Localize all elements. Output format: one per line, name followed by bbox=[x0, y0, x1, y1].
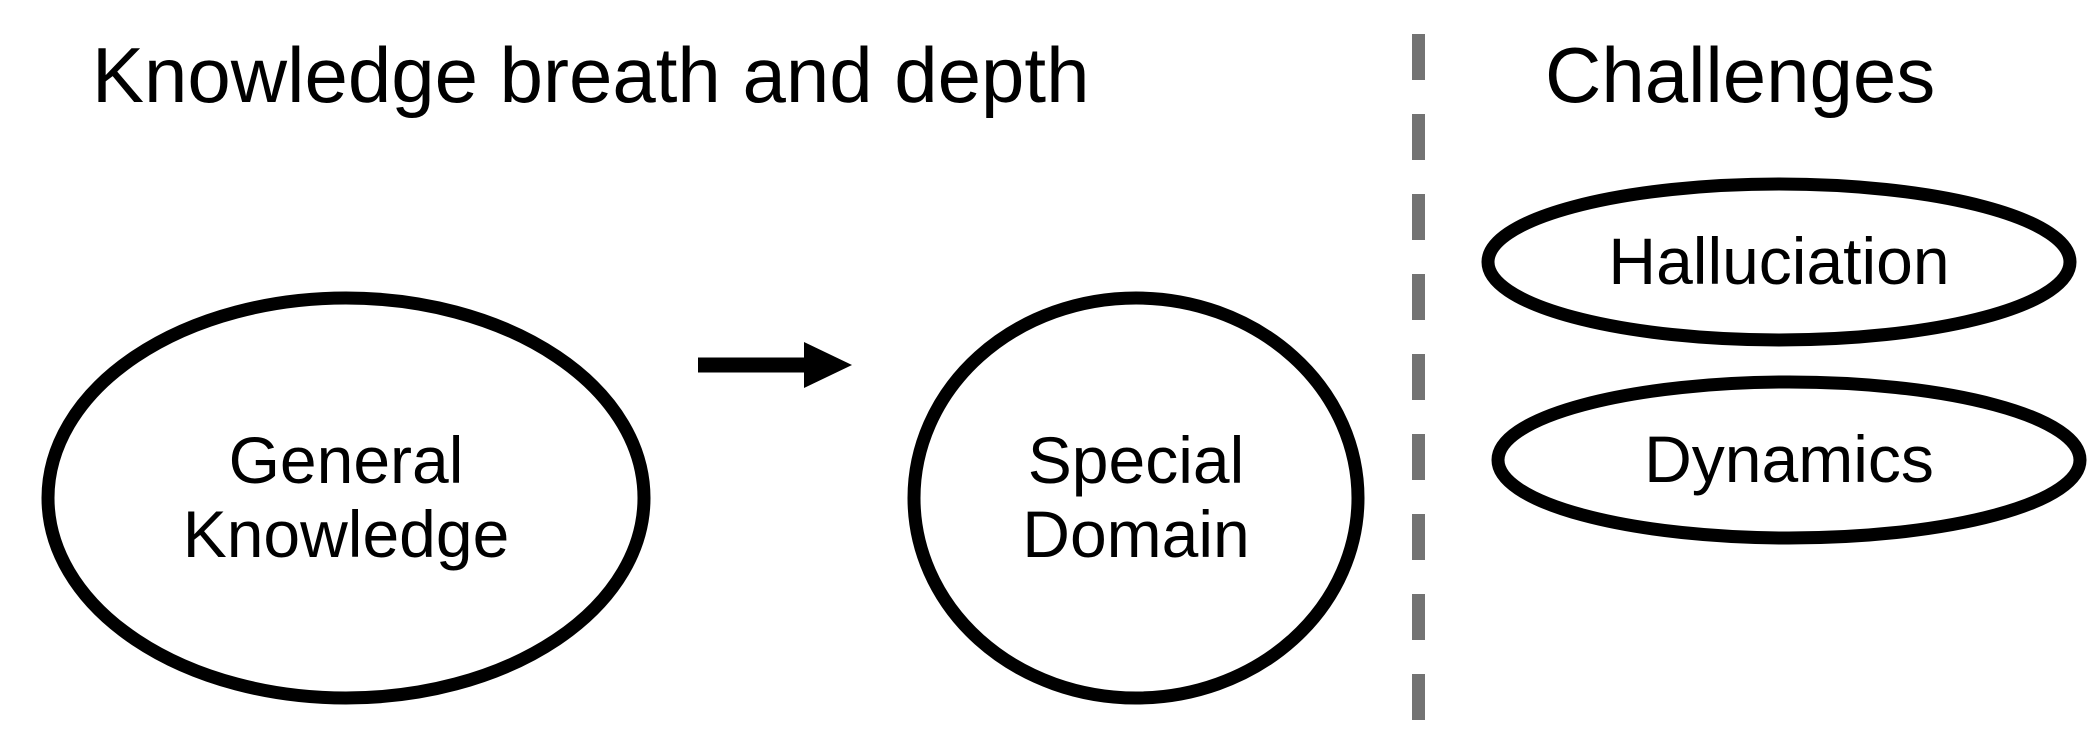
section-title-knowledge: Knowledge breath and depth bbox=[92, 31, 1090, 119]
arrow-right-icon bbox=[694, 320, 874, 410]
section-title-challenges: Challenges bbox=[1545, 31, 1936, 119]
vertical-dashed-divider-icon bbox=[1412, 34, 1425, 746]
node-hallucination[interactable]: Halluciation bbox=[1480, 176, 2078, 348]
node-general-knowledge[interactable]: General Knowledge bbox=[40, 290, 652, 706]
node-special-domain[interactable]: Special Domain bbox=[906, 290, 1366, 706]
node-dynamics[interactable]: Dynamics bbox=[1490, 374, 2088, 546]
